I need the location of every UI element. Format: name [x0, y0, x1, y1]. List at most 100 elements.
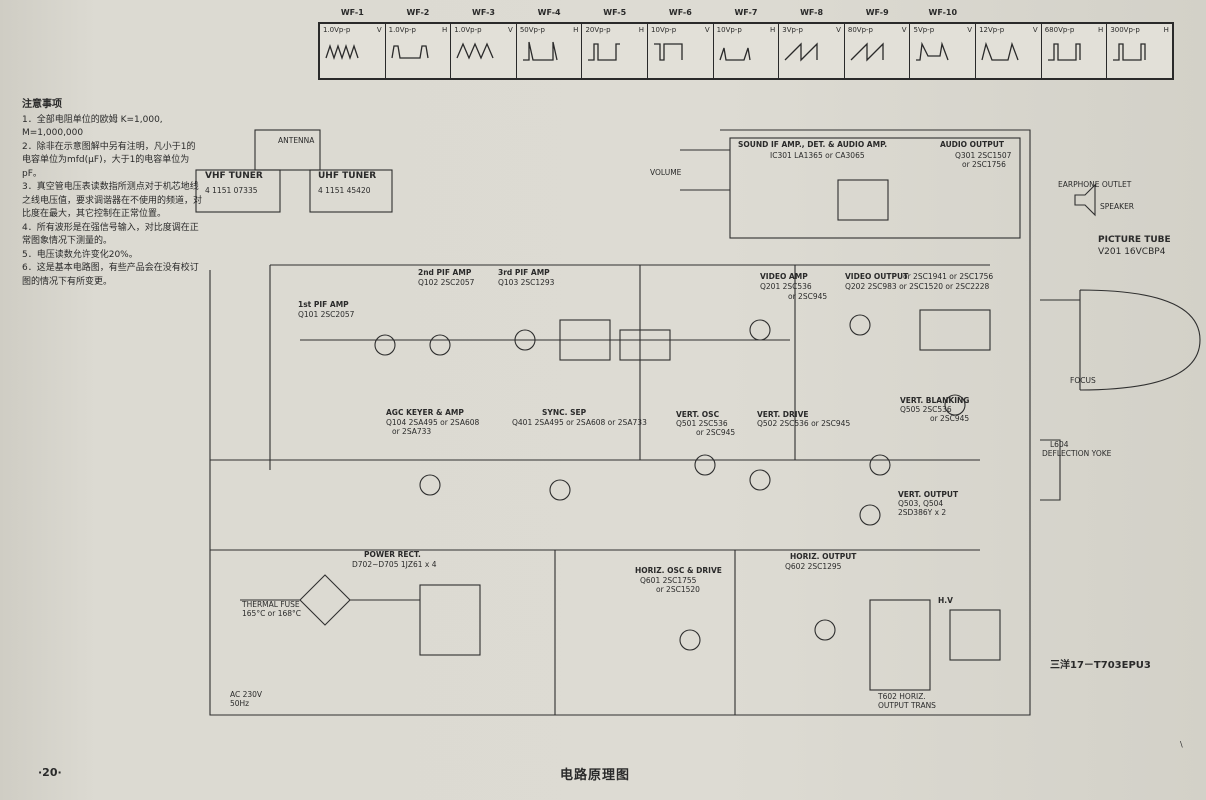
focus-label: FOCUS	[1070, 376, 1096, 385]
waveform-trace	[390, 45, 429, 59]
waveform-unit: V	[967, 26, 973, 34]
waveform-amplitude: 20Vp-p	[585, 26, 611, 34]
agc-q-label: Q104 2SA495 or 2SA608	[386, 418, 480, 427]
vert-blanking-q2-label: or 2SC945	[930, 414, 970, 423]
power-rect-d-label: D702~D705 1JZ61 x 4	[352, 560, 437, 569]
speaker-label: SPEAKER	[1100, 202, 1135, 211]
horiz-osc-q-label: Q601 2SC1755	[640, 576, 697, 585]
note-item: 3．真空管电压表读数指所测点对于机芯地线之线电压值，要求调谐器在不使用的频道，对…	[22, 182, 203, 219]
waveform-unit: V	[508, 26, 513, 34]
vert-drive-label: VERT. DRIVE	[757, 410, 809, 419]
waveform-amplitude: 1.0Vp-p	[388, 26, 416, 34]
notes-title: 注意事项	[22, 99, 62, 110]
waveform-id: WF-1	[340, 8, 364, 17]
vert-output-q-label: Q503, Q504	[898, 499, 944, 508]
audio-q2-label: or 2SC1756	[962, 160, 1006, 169]
waveform-amplitude: 3Vp-p	[782, 26, 803, 34]
waveform-id: WF-7	[734, 8, 758, 17]
vert-osc-q-label: Q501 2SC536	[676, 419, 728, 428]
vert-blanking-q-label: Q505 2SC536	[900, 405, 952, 414]
pif3-label: 3rd PIF AMP	[498, 268, 550, 277]
yoke-ref-label: L604	[1050, 440, 1069, 449]
video-amp-q2-label: or 2SC945	[788, 292, 828, 301]
corner-mark: \	[1180, 740, 1183, 749]
model-number: 三洋17－T703EPU3	[1050, 660, 1151, 671]
picture-tube-model: V201 16VCBP4	[1098, 247, 1166, 257]
waveform-id: WF-2	[406, 8, 430, 17]
waveform-trace	[981, 41, 1019, 61]
vert-output-q2-label: 2SD386Y x 2	[898, 508, 947, 517]
vert-output-label: VERT. OUTPUT	[898, 490, 959, 499]
note-item: 4．所有波形是在强信号输入，对比度调在正常图象情况下测量的。	[22, 222, 199, 247]
waveform-unit: V	[376, 26, 382, 34]
waveform-trace	[784, 42, 818, 62]
pif1-q-label: Q101 2SC2057	[298, 310, 355, 319]
video-output-q-label: Q202 2SC983 or 2SC1520 or 2SC2228	[845, 282, 990, 291]
horiz-osc-q2-label: or 2SC1520	[656, 585, 700, 594]
pif2-label: 2nd PIF AMP	[418, 268, 472, 277]
audio-output-label: AUDIO OUTPUT	[940, 140, 1004, 149]
page-number: ·20·	[38, 766, 62, 779]
yoke-label: DEFLECTION YOKE	[1042, 449, 1112, 458]
notes-panel: 注意事项 1．全部电阻单位的欧姆 K=1,000, M=1,000,000 2．…	[22, 98, 204, 289]
ac-input-label: AC 230V 50Hz	[230, 690, 263, 708]
video-amp-q-label: Q201 2SC536	[760, 282, 812, 291]
agc-q2-label: or 2SA733	[392, 427, 432, 436]
horiz-output-label: HORIZ. OUTPUT	[790, 552, 857, 561]
pif1-label: 1st PIF AMP	[298, 300, 349, 309]
waveform-unit: H	[1163, 26, 1169, 34]
sync-sep-q-label: Q401 2SA495 or 2SA608 or 2SA733	[512, 418, 647, 427]
note-item: 2．除非在示意图解中另有注明，凡小于1的电容单位为mfd(μF)，大于1的电容单…	[22, 141, 196, 179]
uhf-tuner-part: 4 1151 45420	[318, 186, 371, 195]
picture-tube-label: PICTURE TUBE	[1098, 235, 1171, 245]
flyback-label: T602 HORIZ. OUTPUT TRANS	[878, 692, 936, 710]
horiz-output-q-label: Q602 2SC1295	[785, 562, 842, 571]
waveform-amplitude: 1.0Vp-p	[323, 26, 351, 34]
waveform-unit: V	[901, 26, 907, 34]
video-output-label: VIDEO OUTPUT	[845, 272, 909, 281]
video-amp-label: VIDEO AMP	[760, 272, 808, 281]
waveform-trace	[1113, 43, 1146, 61]
antenna-label: ANTENNA	[278, 136, 315, 145]
horiz-osc-label: HORIZ. OSC & DRIVE	[635, 566, 722, 575]
waveform-trace	[850, 42, 884, 62]
page-title: 电路原理图	[560, 768, 631, 783]
power-rect-label: POWER RECT.	[364, 550, 421, 559]
waveform-amplitude: 5Vp-p	[913, 26, 935, 34]
waveform-amplitude: 10Vp-p	[651, 26, 677, 34]
hv-label: H.V	[938, 596, 953, 605]
waveform-unit: H	[441, 26, 448, 34]
video-output-q0-label: or 2SC1941 or 2SC1756	[903, 272, 994, 281]
waveform-id: WF-10	[928, 8, 958, 17]
waveform-cell: WF-2 1.0Vp-p H	[384, 8, 451, 78]
waveform-cell: WF-1 1.0Vp-p V	[320, 8, 385, 78]
uhf-tuner-label: UHF TUNER	[318, 171, 377, 181]
waveform-amplitude: 1.0Vp-p	[454, 26, 482, 34]
earphone-label: EARPHONE OUTLET	[1058, 180, 1132, 189]
waveform-unit: V	[836, 26, 841, 34]
note-item: 5．电压读数允许变化20%。	[22, 249, 138, 260]
waveform-id: WF-5	[603, 8, 627, 17]
waveform-id: WF-6	[668, 8, 692, 17]
sound-block-label: SOUND IF AMP., DET. & AUDIO AMP.	[738, 140, 888, 149]
waveform-amplitude: 680Vp-p	[1044, 26, 1075, 34]
vhf-tuner-part: 4 1151 07335	[205, 186, 258, 195]
waveform-trace	[522, 41, 558, 61]
waveform-unit: H	[770, 26, 776, 34]
vert-drive-q-label: Q502 2SC536 or 2SC945	[757, 419, 851, 428]
waveform-cell: WF-6 10Vp-p V	[647, 8, 713, 78]
waveform-unit: V	[1032, 26, 1038, 34]
note-item: 6．这是基本电路图，有些产品会在没有校订图的情况下有所变更。	[22, 263, 199, 287]
waveform-unit: V	[704, 26, 710, 34]
waveform-trace	[456, 42, 494, 60]
vhf-tuner-label: VHF TUNER	[205, 171, 263, 181]
waveform-id: WF-3	[472, 8, 495, 17]
